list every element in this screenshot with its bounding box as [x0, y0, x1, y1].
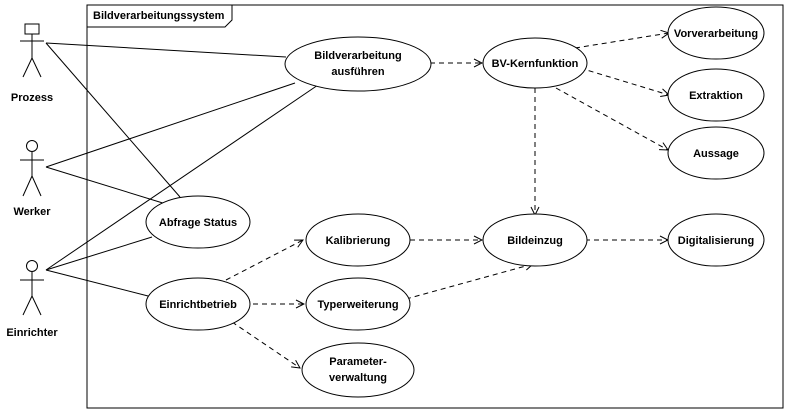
usecase-label: Extraktion: [689, 90, 743, 102]
actor-box-icon: [24, 23, 40, 35]
dependencies: [225, 33, 669, 368]
actor-label-einrichter: Einrichter: [6, 327, 58, 339]
usecase-label: Vorverarbeitung: [674, 28, 758, 40]
system-boundary: Bildverarbeitungssystem: [86, 4, 784, 409]
usecase-label: Bildeinzug: [507, 235, 563, 247]
usecase-label: Kalibrierung: [326, 235, 391, 247]
usecase-typerweiterung[interactable]: Typerweiterung: [305, 277, 411, 331]
usecase-abfrage-status[interactable]: Abfrage Status: [145, 195, 251, 249]
system-title: Bildverarbeitungssystem: [93, 10, 225, 22]
usecase-extraktion[interactable]: Extraktion: [667, 68, 765, 122]
usecase-vorverarbeitung[interactable]: Vorverarbeitung: [667, 6, 765, 60]
usecase-parameterverwaltung[interactable]: Parameter- verwaltung: [301, 342, 415, 398]
usecase-label: ausführen: [331, 66, 384, 78]
usecase-label: Aussage: [693, 148, 739, 160]
stick-figure-icon: [26, 260, 38, 272]
usecase-bildverarbeitung-ausfuehren[interactable]: Bildverarbeitung ausführen: [284, 36, 432, 92]
actor-prozess[interactable]: Prozess: [11, 23, 53, 104]
usecase-bildeinzug[interactable]: Bildeinzug: [482, 213, 588, 267]
usecase-aussage[interactable]: Aussage: [667, 126, 765, 180]
usecase-einrichtbetrieb[interactable]: Einrichtbetrieb: [145, 277, 251, 331]
usecase-label: Einrichtbetrieb: [159, 299, 237, 311]
actor-einrichter[interactable]: Einrichter: [6, 260, 58, 340]
actor-label-prozess: Prozess: [11, 92, 53, 104]
usecase-label: Digitalisierung: [678, 235, 754, 247]
usecase-label: BV-Kernfunktion: [492, 58, 579, 70]
actor-werker[interactable]: Werker: [13, 140, 51, 219]
usecase-label: Typerweiterung: [317, 299, 398, 311]
usecase-label: Parameter-: [329, 356, 387, 368]
usecase-digitalisierung[interactable]: Digitalisierung: [667, 213, 765, 267]
usecase-label: Abfrage Status: [159, 217, 237, 229]
usecase-label: Bildverarbeitung: [314, 50, 401, 62]
usecase-label: verwaltung: [329, 372, 387, 384]
stick-figure-icon: [26, 140, 38, 152]
actor-label-werker: Werker: [13, 206, 51, 218]
associations: [45, 42, 319, 298]
usecase-kalibrierung[interactable]: Kalibrierung: [305, 213, 411, 267]
usecase-bv-kernfunktion[interactable]: BV-Kernfunktion: [482, 37, 588, 89]
